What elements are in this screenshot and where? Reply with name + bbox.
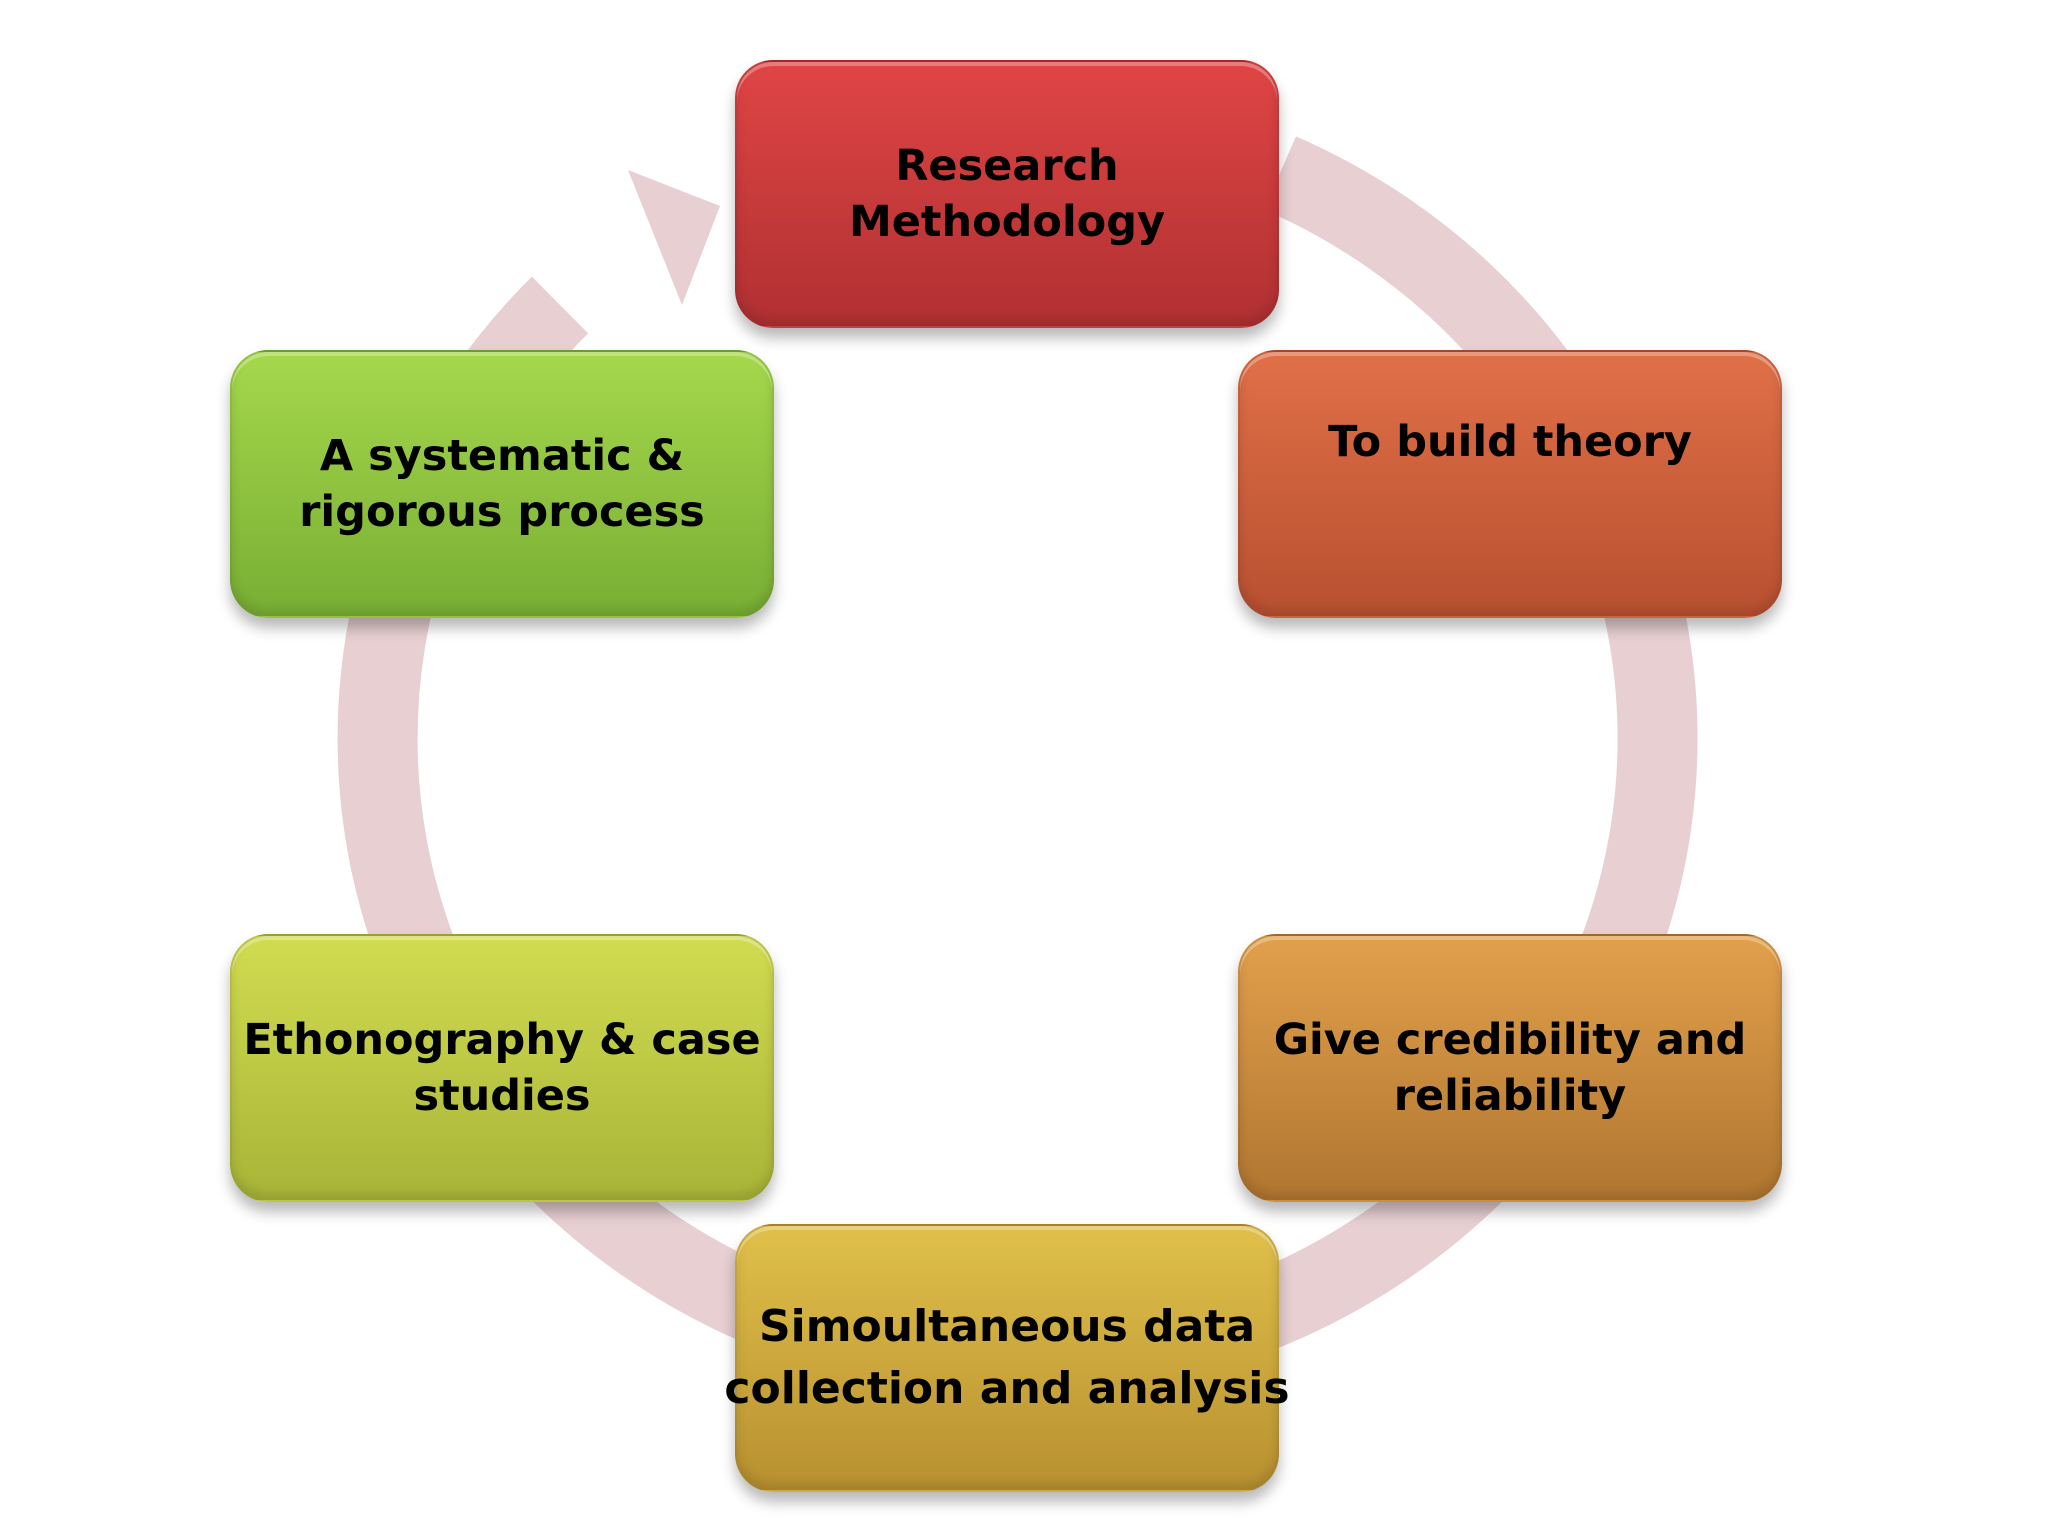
node-data-collection-analysis: Simoultaneous data collection and analys… [724,1224,1290,1492]
node-systematic-process-line-2: rigorous process [299,487,705,537]
node-credibility-reliability-line-2: reliability [1393,1071,1627,1121]
node-systematic-process-line-1: A systematic & [319,431,685,481]
node-build-theory: To build theory [1238,350,1782,618]
node-data-collection-analysis-line-1: Simoultaneous data [758,1301,1256,1352]
node-credibility-reliability-line-1: Give credibility and [1273,1015,1747,1065]
node-research-methodology: Research Methodology [735,60,1279,328]
cycle-arrowhead [628,170,720,305]
node-ethnography-case-studies-line-1: Ethonography & case [243,1015,761,1065]
node-data-collection-analysis-line-2: collection and analysis [724,1363,1290,1414]
node-build-theory-line-1: To build theory [1328,417,1692,467]
node-systematic-process: A systematic & rigorous process [230,350,774,618]
node-research-methodology-line-1: Research [895,141,1119,191]
node-research-methodology-line-2: Methodology [848,197,1166,247]
node-ethnography-case-studies: Ethonography & case studies [230,934,774,1202]
node-ethnography-case-studies-line-2: studies [413,1071,591,1121]
node-credibility-reliability: Give credibility and reliability [1238,934,1782,1202]
